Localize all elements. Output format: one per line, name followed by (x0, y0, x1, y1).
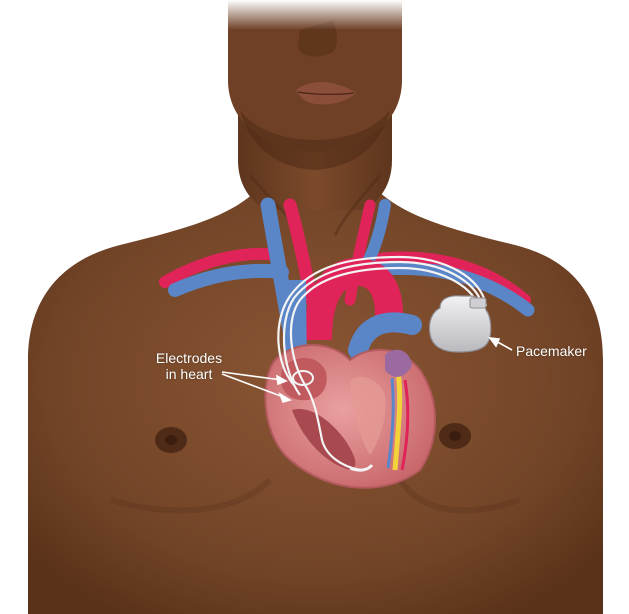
pacemaker-label: Pacemaker (516, 343, 587, 359)
electrodes-label-line1: Electrodes (143, 350, 235, 366)
electrodes-label-line2: in heart (143, 366, 235, 382)
electrodes-label: Electrodes in heart (143, 350, 235, 382)
